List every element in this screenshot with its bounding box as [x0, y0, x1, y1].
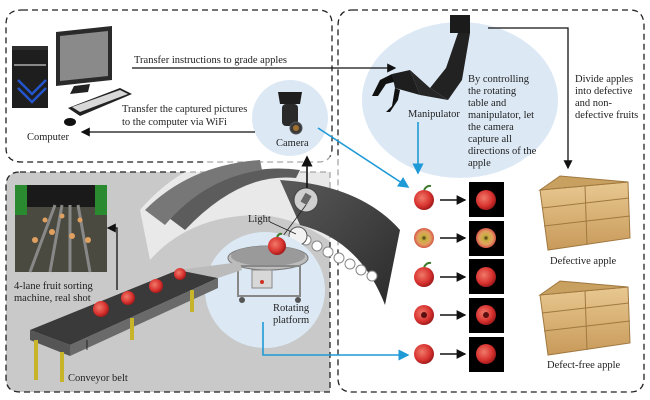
- flow-arrows: [80, 27, 573, 350]
- conveyor-belt-label: Conveyor belt: [68, 373, 128, 384]
- divide-arrow: [488, 27, 573, 170]
- apple-row: [414, 259, 504, 294]
- computer-icon: [12, 26, 132, 126]
- manipulator-label: Manipulator: [408, 109, 460, 120]
- crate-defect-free: [538, 280, 631, 356]
- transfer-pictures-label-1: Transfer the captured pictures: [122, 104, 248, 115]
- camera-label: Camera: [276, 138, 309, 149]
- defective-apple-label: Defective apple: [550, 256, 617, 267]
- real-shot-photo: [15, 185, 107, 273]
- light-label: Light: [248, 214, 271, 225]
- apple-row: [414, 182, 504, 217]
- apple-row: [414, 337, 504, 372]
- manipulator-bubble: [362, 15, 558, 178]
- grading-panel: [337, 9, 645, 393]
- apple-grading-rows: [414, 182, 504, 372]
- transfer-instructions-label: Transfer instructions to grade apples: [134, 55, 287, 66]
- rotating-platform-bubble: [205, 232, 325, 348]
- conveyor-belt: [30, 262, 242, 382]
- defect-free-apple-label: Defect-free apple: [547, 360, 621, 371]
- real-shot-arrow: [106, 223, 118, 290]
- robot-arm-icon: [372, 15, 470, 112]
- blue-arrows: [262, 122, 424, 361]
- transfer-pictures-label-2: to the computer via WiFi: [122, 117, 227, 128]
- camera-icon: [278, 92, 302, 104]
- platform-apple: [268, 237, 286, 255]
- apple-row: [414, 221, 504, 256]
- apple-row: [414, 298, 504, 333]
- camera-bubble: [252, 80, 328, 156]
- computer-label: Computer: [27, 132, 69, 143]
- crate-defective: [538, 175, 631, 251]
- rotating-platform-label-2: platform: [273, 315, 310, 326]
- real-shot-label-2: machine, real shot: [14, 293, 91, 304]
- rotating-platform-label-1: Rotating: [273, 303, 310, 314]
- real-shot-label-1: 4-lane fruit sorting: [14, 281, 93, 292]
